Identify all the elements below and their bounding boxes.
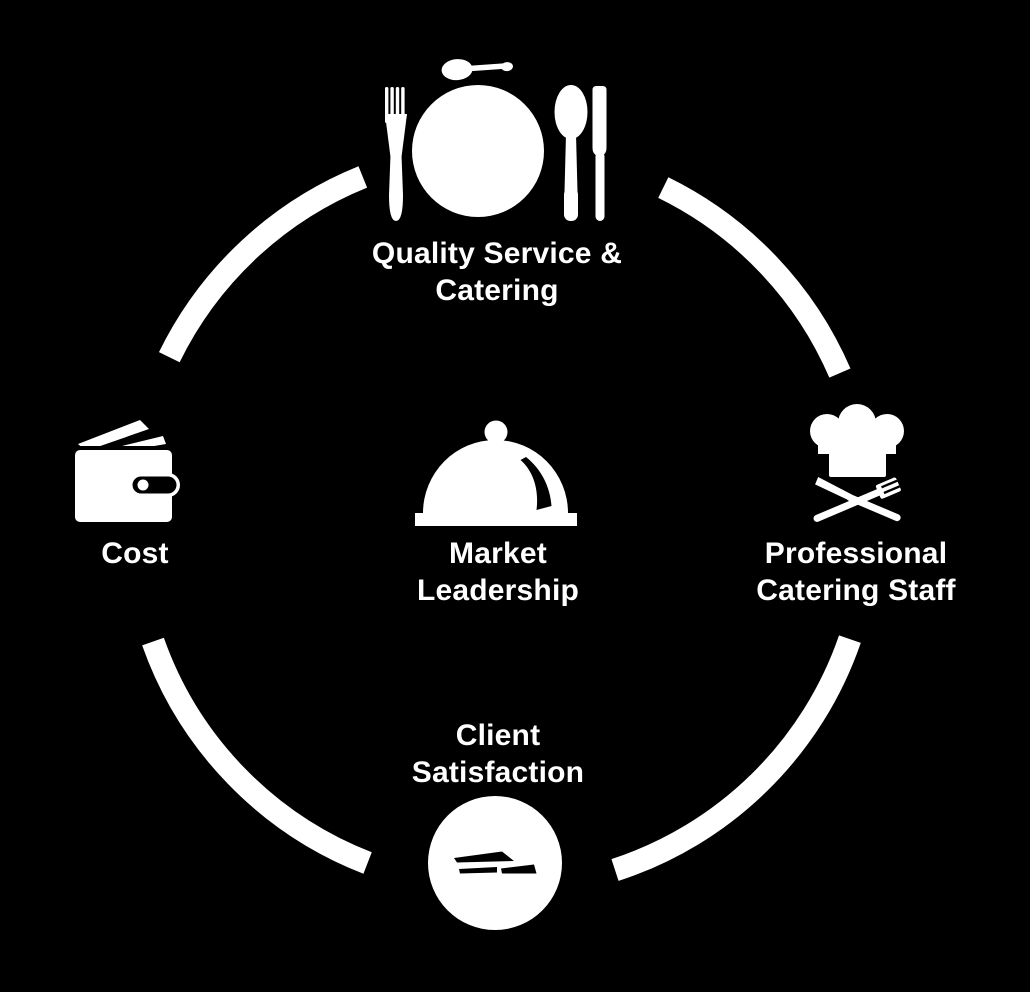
chef-hat-icon (810, 404, 904, 522)
ring-arc-top-left (158, 166, 368, 363)
center-label-line2: Leadership (416, 574, 580, 607)
node-label-right-line1: Professional (764, 537, 948, 570)
plate-cutlery-icon (428, 796, 562, 930)
node-label-top-line2: Catering (435, 274, 559, 307)
node-label-left-line1: Cost (101, 537, 169, 570)
cloche-icon (415, 420, 577, 526)
plate-icon (412, 85, 544, 217)
ring-arc-bottom-right (611, 635, 861, 881)
node-label-top-line1: Quality Service & (371, 237, 623, 270)
node-label-top: Quality Service & Catering (372, 235, 622, 309)
horizontal-spoon-icon (441, 59, 513, 81)
ring-arc-bottom-left (142, 637, 372, 874)
center-label: Market Leadership (417, 535, 579, 609)
node-label-right-line2: Catering Staff (756, 574, 956, 607)
place-setting-icon (385, 59, 607, 221)
center-label-line1: Market (449, 537, 547, 570)
crossed-fork-icon (813, 477, 901, 522)
wallet-icon (70, 420, 180, 522)
node-label-bottom-line1: Client (455, 719, 541, 752)
knife-icon (592, 86, 607, 221)
fork-icon (385, 87, 407, 221)
node-label-bottom: Client Satisfaction (412, 717, 584, 791)
node-label-bottom-line2: Satisfaction (411, 756, 585, 789)
ring-arc-top-right (658, 177, 851, 378)
spoon-icon (554, 85, 588, 221)
cycle-ring (142, 166, 861, 881)
node-label-left: Cost (101, 535, 168, 572)
node-label-right: Professional Catering Staff (756, 535, 956, 609)
